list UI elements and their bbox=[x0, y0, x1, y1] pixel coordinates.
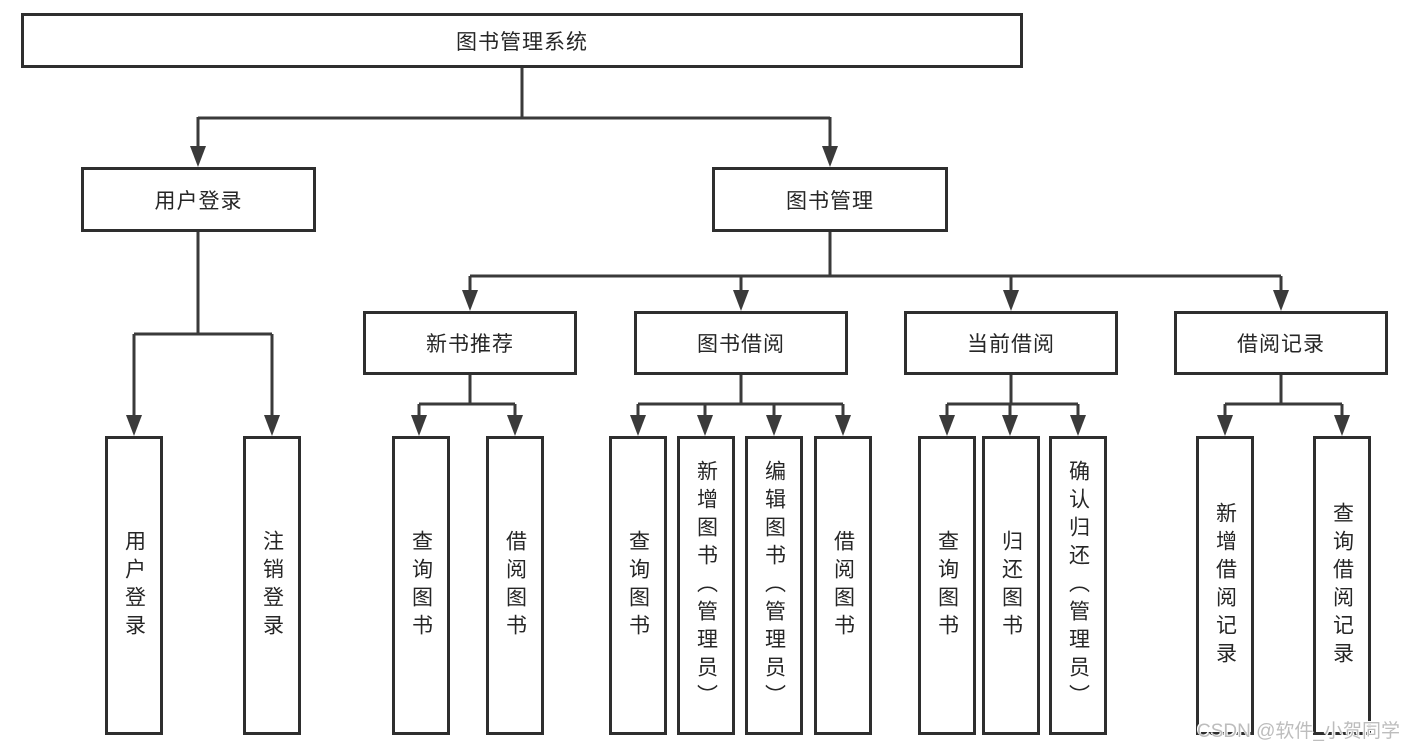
leaf-query-books-current: 查询图书 bbox=[918, 436, 976, 735]
csdn-watermark: CSDN @软件_小贺同学 bbox=[1197, 721, 1400, 742]
node-current-borrow: 当前借阅 bbox=[904, 311, 1118, 375]
node-label: 新增借阅记录 bbox=[1213, 501, 1237, 670]
node-label: 查询图书 bbox=[409, 529, 433, 642]
leaf-query-books-recommend: 查询图书 bbox=[392, 436, 450, 735]
node-label: 归还图书 bbox=[999, 529, 1023, 642]
leaf-add-borrow-record: 新增借阅记录 bbox=[1196, 436, 1254, 735]
leaf-logout: 注销登录 bbox=[243, 436, 301, 735]
node-book-management: 图书管理 bbox=[712, 167, 948, 232]
node-label: 借阅记录 bbox=[1237, 333, 1325, 356]
node-label: 确认归还（管理员） bbox=[1066, 459, 1090, 712]
node-label: 用户登录 bbox=[154, 189, 243, 213]
node-label: 当前借阅 bbox=[967, 333, 1055, 356]
node-label: 图书管理 bbox=[786, 189, 874, 213]
node-label: 新书推荐 bbox=[426, 333, 514, 356]
node-label: 借阅图书 bbox=[831, 529, 855, 642]
node-new-book-recommend: 新书推荐 bbox=[363, 311, 577, 375]
leaf-return-book: 归还图书 bbox=[982, 436, 1040, 735]
node-label: 查询图书 bbox=[935, 529, 959, 642]
leaf-edit-book-admin: 编辑图书（管理员） bbox=[745, 436, 803, 735]
node-library-system: 图书管理系统 bbox=[21, 13, 1023, 68]
leaf-query-borrow-record: 查询借阅记录 bbox=[1313, 436, 1371, 735]
node-label: 新增图书（管理员） bbox=[694, 459, 718, 712]
node-label: 用户登录 bbox=[122, 529, 146, 642]
node-label: 图书管理系统 bbox=[456, 30, 588, 54]
node-label: 借阅图书 bbox=[503, 529, 527, 642]
leaf-borrow-books: 借阅图书 bbox=[814, 436, 872, 735]
node-label: 编辑图书（管理员） bbox=[762, 459, 786, 712]
leaf-add-book-admin: 新增图书（管理员） bbox=[677, 436, 735, 735]
leaf-query-books-borrow: 查询图书 bbox=[609, 436, 667, 735]
node-label: 图书借阅 bbox=[697, 333, 785, 356]
node-user-login: 用户登录 bbox=[81, 167, 316, 232]
node-label: 查询借阅记录 bbox=[1330, 501, 1354, 670]
leaf-user-login: 用户登录 bbox=[105, 436, 163, 735]
leaf-confirm-return-admin: 确认归还（管理员） bbox=[1049, 436, 1107, 735]
node-label: 查询图书 bbox=[626, 529, 650, 642]
leaf-borrow-books-recommend: 借阅图书 bbox=[486, 436, 544, 735]
node-label: 注销登录 bbox=[260, 529, 284, 642]
node-book-borrow: 图书借阅 bbox=[634, 311, 848, 375]
node-borrow-records: 借阅记录 bbox=[1174, 311, 1388, 375]
